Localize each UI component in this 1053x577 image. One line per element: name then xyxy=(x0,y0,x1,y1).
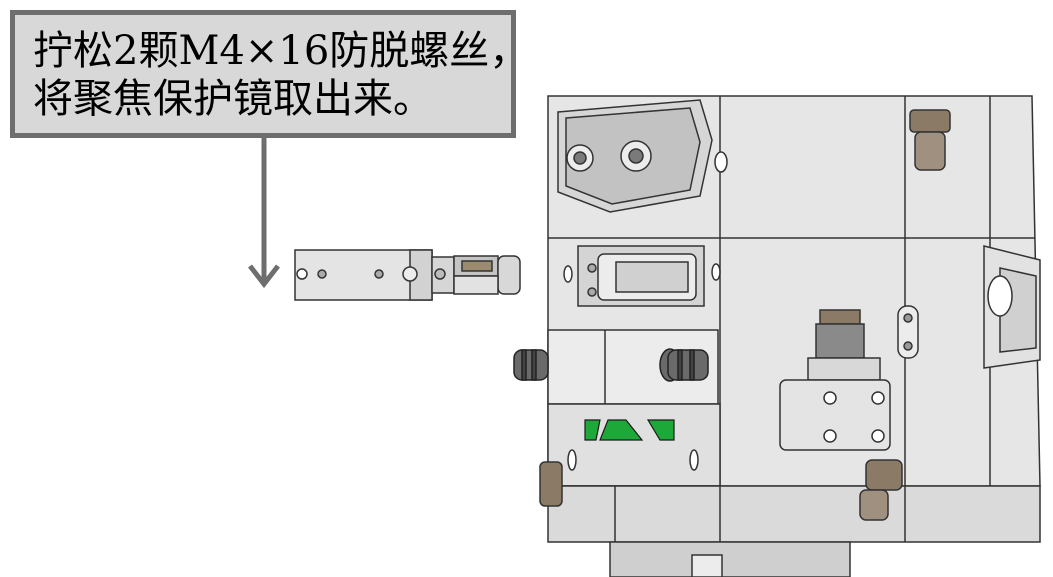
focus-lens-drawer xyxy=(294,249,521,301)
instruction-callout: 拧松2颗M4×16防脱螺丝， 将聚焦保护镜取出来。 xyxy=(10,10,529,138)
arrow-down-icon xyxy=(248,138,280,289)
cutting-head-assembly xyxy=(547,95,1041,577)
pneumatic-fitting-icon xyxy=(539,109,951,521)
instruction-line-2: 将聚焦保护镜取出来。 xyxy=(33,76,433,122)
green-indicator-icon xyxy=(584,419,675,441)
instruction-line-1: 拧松2颗M4×16防脱螺丝， xyxy=(33,28,530,74)
knurled-knob-icon xyxy=(513,348,709,382)
